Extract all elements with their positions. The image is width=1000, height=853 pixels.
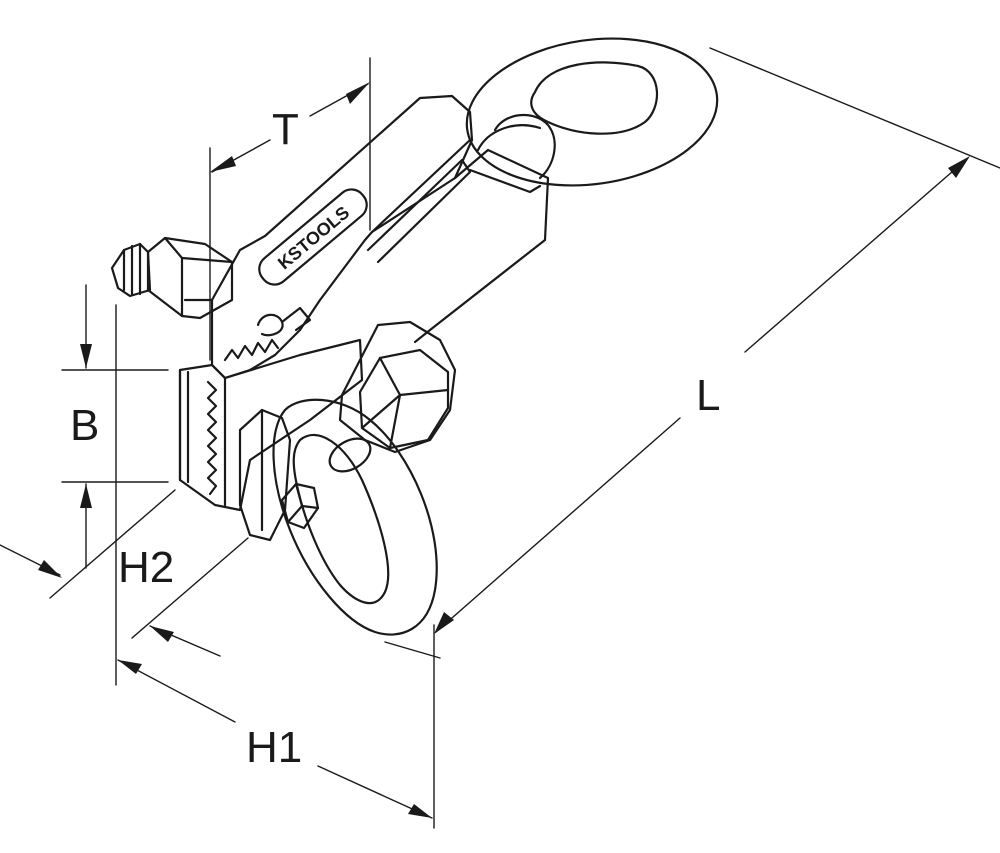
rear-set-screw	[110, 236, 234, 320]
lower-jaw	[178, 338, 364, 512]
arrow-l-top	[948, 156, 970, 178]
arrow-h1-right	[408, 804, 432, 818]
logo-plate	[258, 188, 368, 286]
arrow-t-left	[210, 156, 236, 172]
side-hex-nut	[338, 320, 457, 454]
lower-clamp-block	[238, 408, 320, 542]
ring-collar	[476, 113, 556, 180]
arrow-b-bottom	[80, 484, 92, 508]
clamp-body	[210, 94, 550, 380]
dimension-l-label: L	[696, 371, 721, 420]
dimension-lines	[0, 47, 1000, 829]
brand-logo-text: KSTOOLS	[274, 202, 353, 273]
arrow-t-right	[346, 82, 370, 104]
arrow-h1-left	[118, 660, 142, 674]
lower-ring	[272, 398, 438, 636]
dimension-h2-label: H2	[118, 543, 175, 592]
arrow-h2-right	[150, 626, 174, 642]
dimension-h1-label: H1	[246, 723, 303, 772]
arrowheads	[38, 82, 970, 818]
arrow-l-bottom	[434, 612, 454, 634]
arrow-h2-left	[38, 560, 62, 578]
arrow-b-top	[80, 344, 92, 368]
dimension-t-label: T	[272, 105, 299, 154]
dimension-b-label: B	[70, 401, 100, 450]
pull-ring	[465, 37, 719, 187]
